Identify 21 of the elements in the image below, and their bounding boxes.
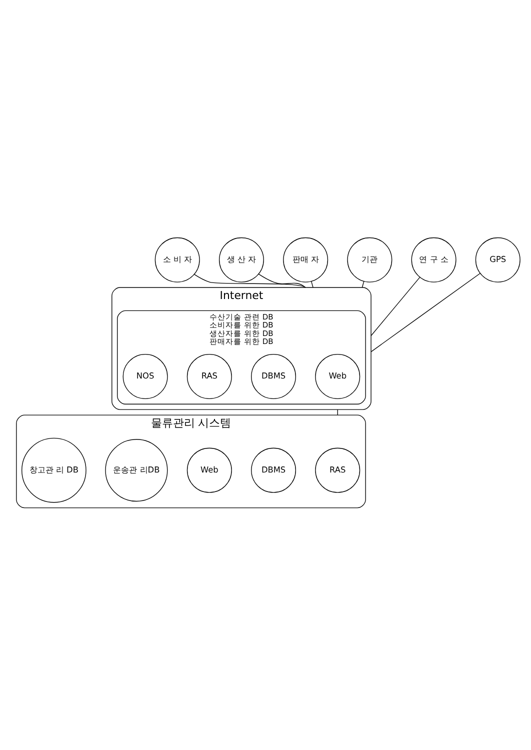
node-circle: RAS [186,354,232,399]
connector [194,274,306,288]
connector [311,280,314,288]
node-circle: 창고관 리 DB [22,437,86,502]
node-circle: DBMS [251,354,296,399]
connector [258,273,306,288]
node-circle: 소 비 자 [154,236,200,282]
connector [370,276,420,336]
node-circle: Web [186,447,232,492]
node-circle: NOS [122,354,168,399]
node-circle: 판매 자 [283,236,328,282]
node-circle: RAS [315,447,360,492]
node-circle: 연 구 소 [411,236,456,282]
node-circle: DBMS [251,447,296,492]
node-circle: 기관 [347,236,392,282]
node-circle: 운송관 리DB [105,438,168,502]
node-circle: GPS [475,236,520,282]
connector [370,272,480,352]
node-circle: Web [315,354,360,399]
node-circle: 생 산 자 [218,236,264,282]
connector [362,280,364,288]
